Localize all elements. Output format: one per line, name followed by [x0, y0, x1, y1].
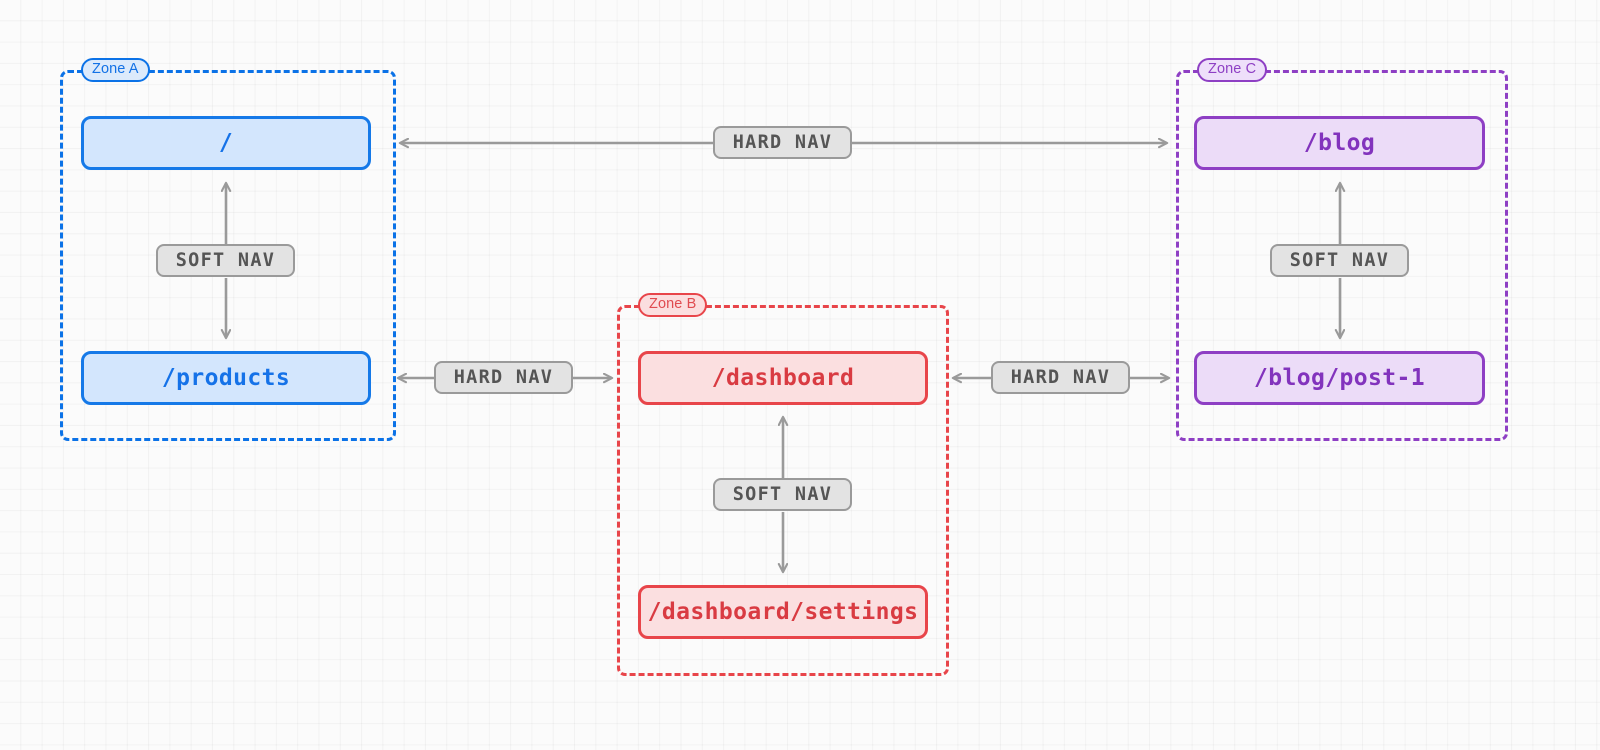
node-route-dashboard-settings[interactable]: /dashboard/settings [638, 585, 928, 639]
node-route-dashboard[interactable]: /dashboard [638, 351, 928, 405]
edge-label-soft-nav-zone-b-text: SOFT NAV [732, 484, 833, 505]
edge-label-hard-nav-root-blog-text: HARD NAV [732, 132, 833, 153]
edge-label-hard-nav-dashboard-blogpost: HARD NAV [991, 361, 1130, 394]
edge-label-soft-nav-zone-a: SOFT NAV [156, 244, 295, 277]
zone-a-label: Zone A [81, 58, 150, 83]
node-route-blog-post-1[interactable]: /blog/post-1 [1194, 351, 1485, 405]
node-route-products[interactable]: /products [81, 351, 371, 405]
zone-b-label: Zone B [638, 293, 708, 318]
edge-label-soft-nav-zone-a-text: SOFT NAV [175, 250, 276, 271]
edge-label-soft-nav-zone-c: SOFT NAV [1270, 244, 1409, 277]
edge-label-hard-nav-root-blog: HARD NAV [713, 126, 852, 159]
zone-c-container[interactable]: Zone C [1176, 58, 1508, 441]
node-route-blog[interactable]: /blog [1194, 116, 1485, 170]
node-route-blog-label: /blog [1303, 130, 1376, 156]
node-route-dashboard-label: /dashboard [711, 365, 855, 391]
edge-label-soft-nav-zone-c-text: SOFT NAV [1289, 250, 1390, 271]
edge-label-hard-nav-dashboard-blogpost-text: HARD NAV [1010, 367, 1111, 388]
edge-label-hard-nav-products-dashboard: HARD NAV [434, 361, 573, 394]
node-route-root[interactable]: / [81, 116, 371, 170]
node-route-dashboard-settings-label: /dashboard/settings [647, 599, 919, 625]
node-route-root-label: / [218, 130, 234, 156]
edge-label-soft-nav-zone-b: SOFT NAV [713, 478, 852, 511]
node-route-products-label: /products [161, 365, 291, 391]
zone-b-container[interactable]: Zone B [617, 293, 949, 676]
zone-c-label: Zone C [1197, 58, 1268, 83]
node-route-blog-post-1-label: /blog/post-1 [1254, 365, 1425, 391]
edge-label-hard-nav-products-dashboard-text: HARD NAV [453, 367, 554, 388]
zone-a-container[interactable]: Zone A [60, 58, 396, 441]
